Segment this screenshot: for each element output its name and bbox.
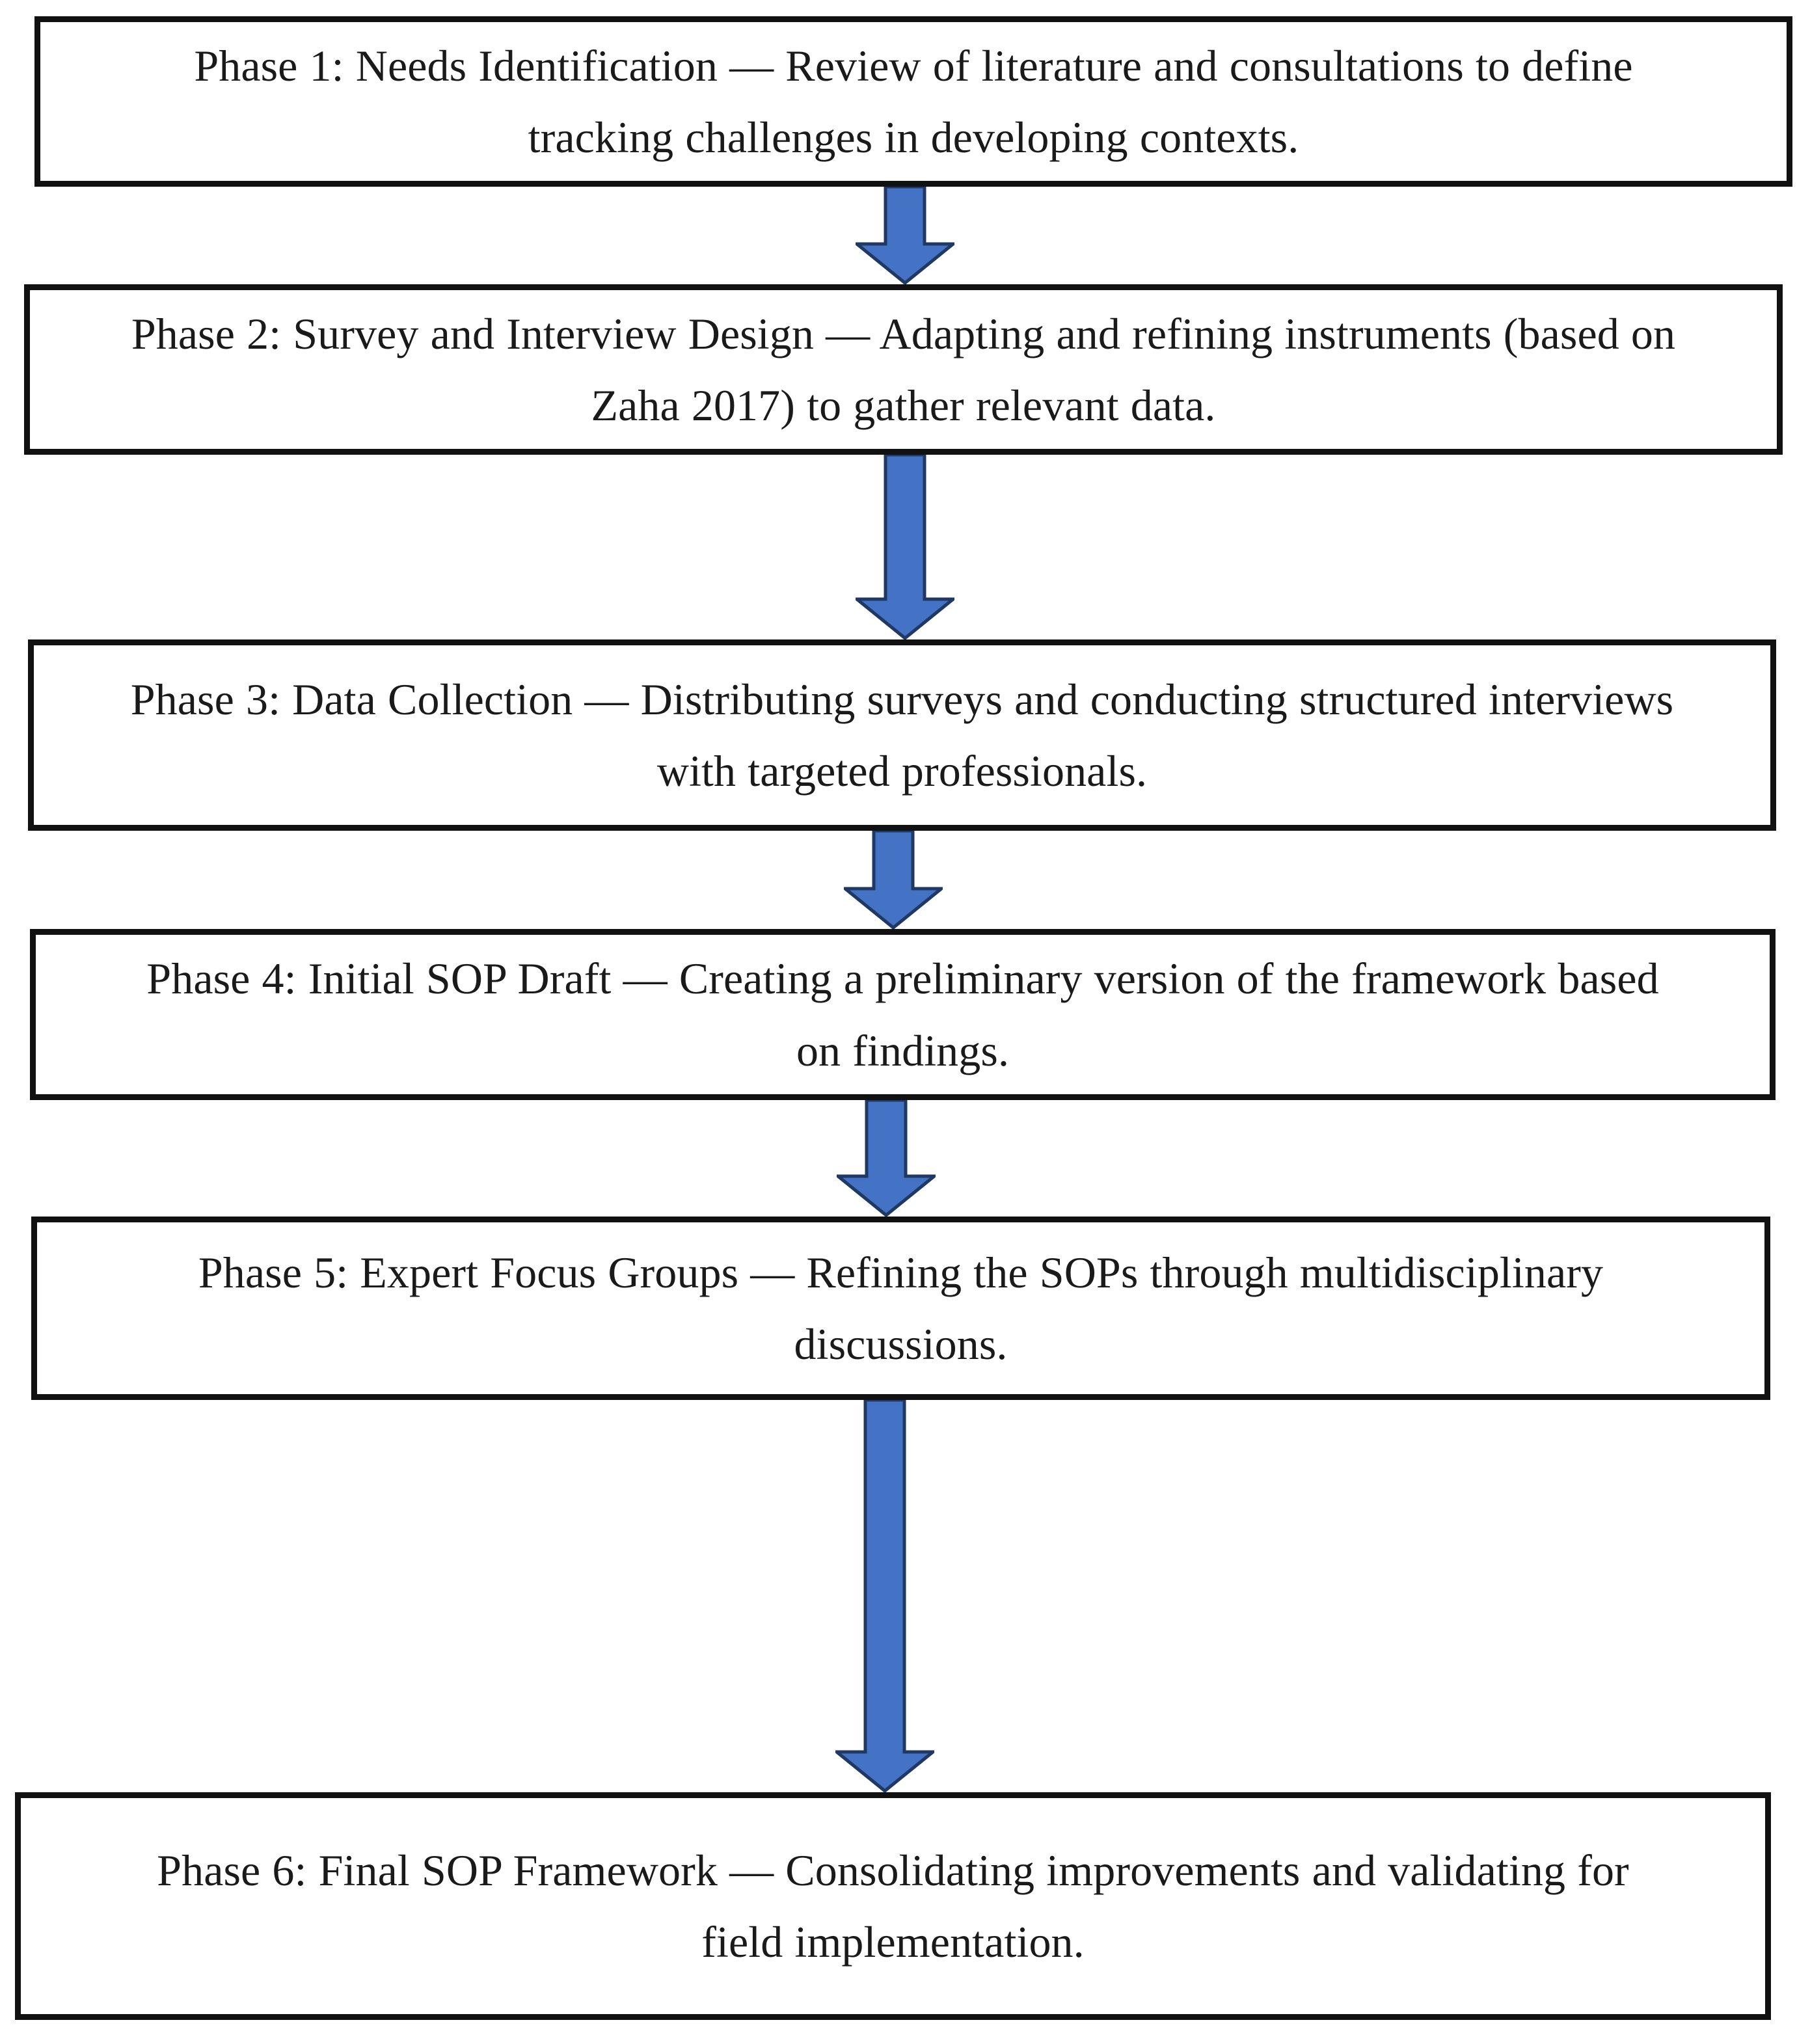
phase-box-4[interactable]: Phase 4: Initial SOP Draft — Creating a … xyxy=(30,929,1776,1100)
phase-box-5[interactable]: Phase 5: Expert Focus Groups — Refining … xyxy=(31,1217,1770,1400)
arrow-phase-3-to-4 xyxy=(844,831,943,929)
phase-box-3[interactable]: Phase 3: Data Collection — Distributing … xyxy=(28,639,1776,831)
phase-3-label: Phase 3: Data Collection — Distributing … xyxy=(130,674,1674,796)
phase-6-label: Phase 6: Final SOP Framework — Consolida… xyxy=(157,1845,1629,1967)
phase-box-6[interactable]: Phase 6: Final SOP Framework — Consolida… xyxy=(15,1792,1771,2020)
arrow-phase-5-to-6 xyxy=(835,1400,934,1792)
arrow-phase-2-to-3 xyxy=(856,455,954,639)
phase-4-label: Phase 4: Initial SOP Draft — Creating a … xyxy=(146,954,1659,1075)
arrow-down-icon xyxy=(844,831,943,929)
arrow-phase-4-to-5 xyxy=(837,1100,936,1217)
arrow-phase-1-to-2 xyxy=(856,187,954,284)
arrow-down-icon xyxy=(856,455,954,639)
arrow-down-icon xyxy=(835,1400,934,1792)
arrow-down-icon xyxy=(837,1100,936,1217)
phase-2-label: Phase 2: Survey and Interview Design — A… xyxy=(131,308,1676,430)
phase-1-label: Phase 1: Needs Identification — Review o… xyxy=(194,40,1633,162)
phase-box-2[interactable]: Phase 2: Survey and Interview Design — A… xyxy=(24,284,1783,455)
arrow-down-icon xyxy=(856,187,954,284)
phase-5-label: Phase 5: Expert Focus Groups — Refining … xyxy=(198,1247,1604,1369)
phase-box-1[interactable]: Phase 1: Needs Identification — Review o… xyxy=(34,16,1792,187)
